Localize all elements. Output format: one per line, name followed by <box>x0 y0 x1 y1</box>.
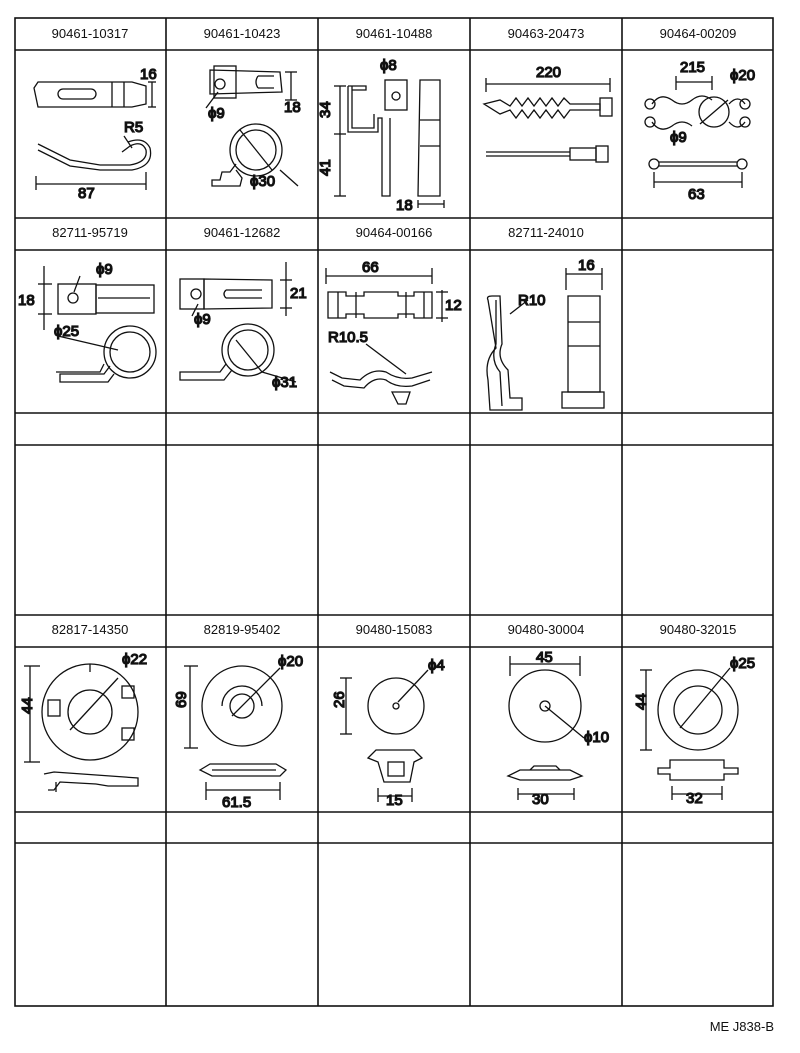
dimension-label: 61.5 <box>222 794 251 811</box>
clamp-drawing-82711-95719 <box>38 266 157 383</box>
dimension-label: 26 <box>331 691 348 708</box>
dimension-label: 16 <box>140 66 157 83</box>
dimension-label: 215 <box>680 59 705 76</box>
grommet-drawing-90480-32015 <box>640 667 739 800</box>
part-number-label: 90461-10423 <box>204 26 281 41</box>
dimension-label: ϕ22 <box>122 651 147 668</box>
grommet-drawing-90480-15083 <box>340 669 429 802</box>
dimension-label: ϕ25 <box>54 323 79 340</box>
part-number-label: 90461-10317 <box>52 26 129 41</box>
part-number-label: 82711-24010 <box>508 225 584 240</box>
dimension-label: 12 <box>445 297 462 314</box>
dimension-label: ϕ31 <box>272 374 297 391</box>
dimension-label: 66 <box>362 259 379 276</box>
dimension-label: 87 <box>78 185 95 202</box>
part-number-label: 90480-15083 <box>356 622 433 637</box>
dimension-label: 18 <box>284 99 301 116</box>
dimension-label: 34 <box>317 101 334 118</box>
grid-lines <box>14 17 774 1007</box>
dimension-label: ϕ20 <box>730 67 755 84</box>
dimension-label: 63 <box>688 186 705 203</box>
dimension-label: R5 <box>124 119 143 136</box>
dimension-label: 30 <box>532 791 549 808</box>
dimension-label: 32 <box>686 790 703 807</box>
dimension-label: 18 <box>18 292 35 309</box>
clamp-drawing-90461-10488 <box>334 79 445 208</box>
part-number-label: 90461-10488 <box>356 26 433 41</box>
part-number-label: 90480-30004 <box>508 622 585 637</box>
dimension-label: ϕ25 <box>730 655 755 672</box>
dimension-label: ϕ20 <box>278 653 303 670</box>
dimension-label: 18 <box>396 197 413 214</box>
part-number-label: 90461-12682 <box>204 225 281 240</box>
dimension-label: ϕ9 <box>96 261 113 278</box>
dimension-label: ϕ8 <box>380 57 397 74</box>
dimension-label: ϕ9 <box>208 105 225 122</box>
dimension-label: 21 <box>290 285 307 302</box>
clamp-drawing-90461-12682 <box>179 262 297 383</box>
dimension-label: 16 <box>578 257 595 274</box>
grommet-drawing-82819-95402 <box>184 665 288 800</box>
part-number-label: 90464-00166 <box>356 225 433 240</box>
double-clamp-drawing-90464-00209 <box>644 76 751 188</box>
grommet-drawing-90480-30004 <box>506 656 585 800</box>
clamp-drawing-90464-00166 <box>325 268 448 405</box>
dimension-label: 44 <box>633 693 650 710</box>
part-number-label: 82817-14350 <box>52 622 129 637</box>
dimension-label: 41 <box>317 159 334 176</box>
dimension-label: ϕ10 <box>584 729 609 746</box>
clamp-drawing-82711-24010 <box>486 268 605 411</box>
part-number-label: 90464-00209 <box>660 26 737 41</box>
grommet-drawing-82817-14350 <box>24 663 139 792</box>
dimension-label: ϕ9 <box>194 311 211 328</box>
dimension-label: ϕ9 <box>670 129 687 146</box>
drawing-code: ME J838-B <box>709 1019 774 1034</box>
dimension-label: ϕ4 <box>428 657 445 674</box>
dimension-label: ϕ30 <box>250 173 275 190</box>
clamp-drawing-90461-10423 <box>205 65 299 187</box>
dimension-label: R10 <box>518 292 546 309</box>
dimension-label: 220 <box>536 64 561 81</box>
part-number-label: 90480-32015 <box>660 622 737 637</box>
cable-tie-drawing-90463-20473 <box>482 78 613 163</box>
dimension-label: 69 <box>173 691 190 708</box>
part-number-label: 82711-95719 <box>52 225 128 240</box>
dimension-label: 45 <box>536 649 553 666</box>
clamp-drawing-90461-10317 <box>33 81 156 190</box>
dimension-label: R10.5 <box>328 329 368 346</box>
part-number-label: 82819-95402 <box>204 622 281 637</box>
dimension-label: 15 <box>386 792 403 809</box>
dimension-label: 44 <box>19 697 36 714</box>
part-number-label: 90463-20473 <box>508 26 585 41</box>
part-number-labels: 90461-10317 90461-10423 90461-10488 9046… <box>52 26 737 637</box>
